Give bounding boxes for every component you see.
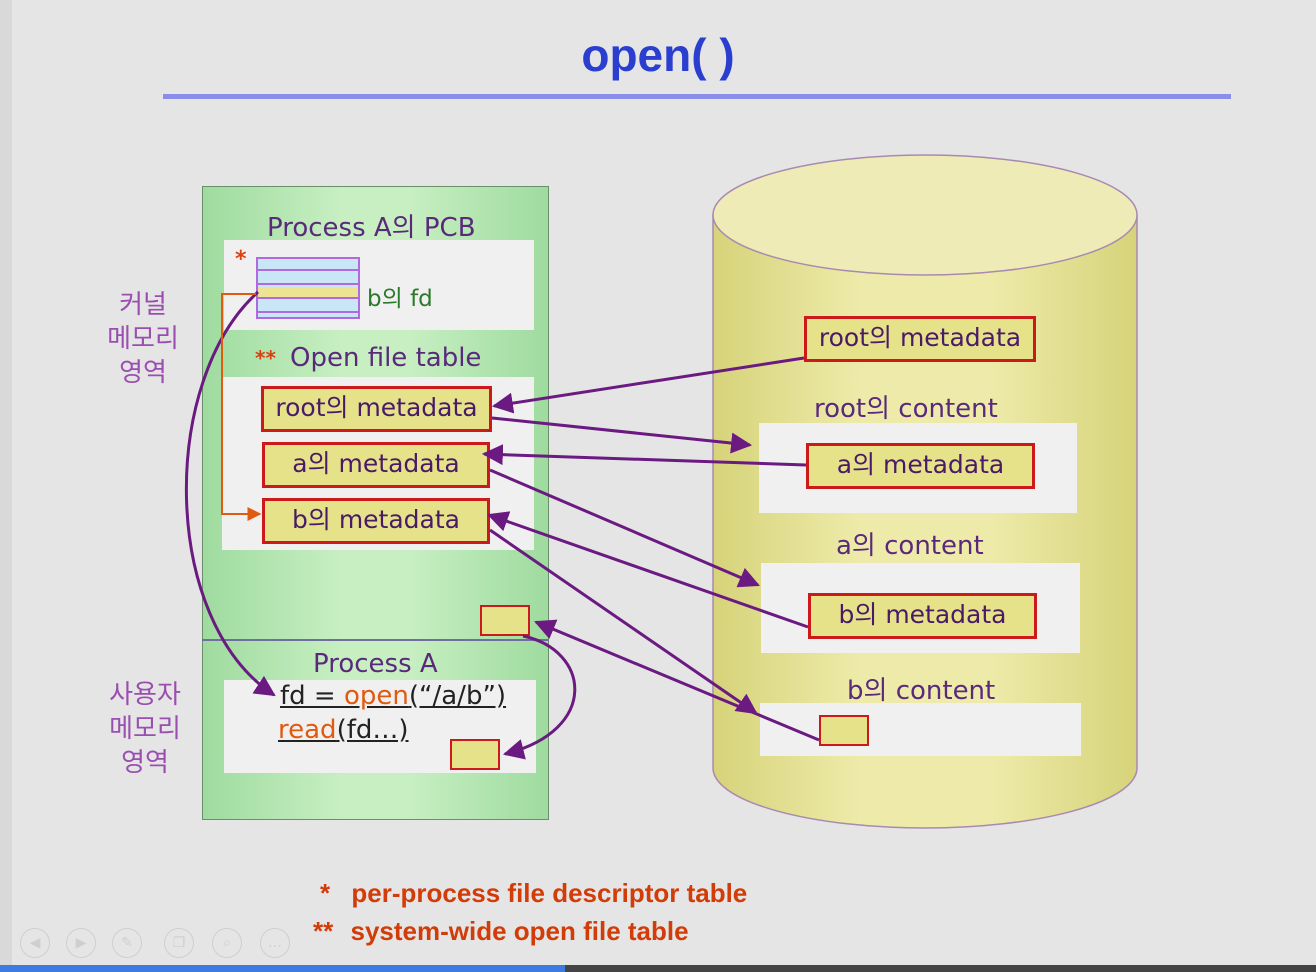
video-timeline[interactable] (0, 965, 1316, 972)
kernel-label-line2: 메모리 (107, 324, 179, 354)
more-icon[interactable]: … (260, 928, 290, 958)
fd-row-b (258, 287, 358, 299)
arrow-fd-return (184, 290, 276, 697)
user-label-line3: 영역 (121, 748, 169, 778)
kernel-label-line3: 영역 (119, 358, 167, 388)
disk-root-metadata: root의 metadata (804, 316, 1036, 362)
arrow-b-metadata-load (487, 511, 809, 629)
arrow-fd-to-b-entry (221, 293, 262, 521)
open-table-stars: ** (255, 346, 276, 370)
kernel-memory-label: 커널 메모리 영역 (88, 288, 198, 390)
fd-row (258, 259, 358, 271)
arrow-a-to-a-content (489, 468, 760, 588)
fd-row (258, 301, 358, 313)
arrow-root-to-root-content (491, 416, 753, 454)
kernel-label-line1: 커널 (119, 290, 167, 320)
legend-mark-1: * (320, 878, 331, 908)
b-content-data (819, 715, 869, 746)
user-buffer (450, 739, 500, 770)
legend-text-1: per-process file descriptor table (351, 878, 748, 908)
kernel-buffer (480, 605, 530, 636)
arrow-b-to-b-content (489, 528, 758, 715)
process-title: Process A (313, 649, 438, 679)
root-content-label: root의 content (814, 394, 998, 424)
fd-table (256, 257, 360, 319)
b-content-label: b의 content (847, 676, 996, 706)
pen-icon[interactable]: ✎ (112, 928, 142, 958)
arrow-buffer-to-user (502, 634, 577, 760)
legend-text-2: system-wide open file table (350, 916, 689, 946)
prev-icon[interactable]: ◀ (20, 928, 50, 958)
open-table-b-metadata: b의 metadata (262, 498, 490, 544)
code-line-read: read(fd…) (278, 715, 409, 745)
slide-title: open( ) (581, 29, 735, 81)
legend-mark-2: ** (313, 916, 334, 946)
b-content-block (760, 703, 1081, 756)
user-label-line1: 사용자 (109, 680, 181, 710)
disk-b-metadata: b의 metadata (808, 593, 1037, 639)
disk-a-metadata: a의 metadata (806, 443, 1035, 489)
user-label-line2: 메모리 (109, 714, 181, 744)
legend-item-1: * per-process file descriptor table (320, 878, 747, 909)
arrow-b-content-to-buffer (534, 619, 820, 742)
open-file-table-label: Open file table (290, 343, 482, 373)
code-line-open: fd = open(“/a/b”) (280, 681, 507, 711)
a-content-label: a의 content (836, 531, 984, 561)
arrow-root-metadata-load (491, 356, 805, 414)
zoom-icon[interactable]: ⌕ (212, 928, 242, 958)
open-table-root-metadata: root의 metadata (261, 386, 492, 432)
video-progress (0, 965, 565, 972)
kernel-user-divider (202, 639, 549, 641)
user-memory-label: 사용자 메모리 영역 (90, 678, 200, 780)
pcb-title: Process A의 PCB (267, 213, 476, 243)
play-icon[interactable]: ▶ (66, 928, 96, 958)
fd-row (258, 273, 358, 285)
title-underline (163, 94, 1231, 99)
fd-table-star: * (235, 247, 247, 272)
copy-icon[interactable]: ❐ (164, 928, 194, 958)
arrow-a-metadata-load (481, 444, 807, 467)
b-fd-label: b의 fd (367, 286, 433, 312)
legend-item-2: ** system-wide open file table (313, 916, 689, 947)
